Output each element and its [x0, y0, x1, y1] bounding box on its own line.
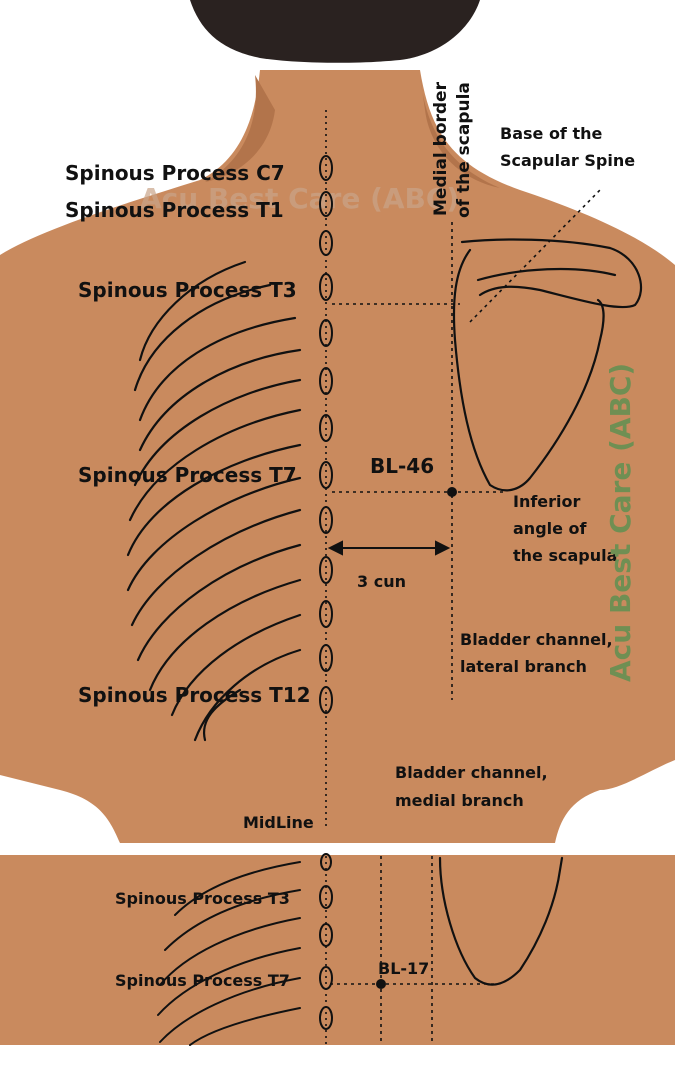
- label-inset-t7: Spinous Process T7: [115, 971, 290, 990]
- label-inferior-3: the scapula: [513, 546, 617, 565]
- label-inset-t3: Spinous Process T3: [115, 889, 290, 908]
- panel-divider: [0, 843, 675, 855]
- vertebra: [320, 853, 332, 871]
- label-inferior-2: angle of: [513, 519, 588, 538]
- vertebra: [319, 367, 333, 395]
- scapula-outline-lower: [438, 856, 564, 986]
- rib: [128, 408, 302, 522]
- label-c7: Spinous Process C7: [65, 161, 285, 185]
- rib: [138, 316, 297, 422]
- bl46-point: [447, 487, 457, 497]
- vertebra-t12: [319, 686, 333, 714]
- label-t7: Spinous Process T7: [78, 463, 297, 487]
- label-midline: MidLine: [243, 813, 314, 832]
- label-inferior-1: Inferior: [513, 492, 581, 511]
- rib: [126, 476, 302, 592]
- rib: [133, 283, 272, 392]
- vertebra: [319, 230, 333, 256]
- rib: [148, 578, 302, 692]
- lower-panel: [0, 843, 675, 1080]
- rib: [138, 260, 247, 362]
- vertebra-t7: [319, 461, 333, 489]
- scapular-spine-pointer: [469, 189, 601, 323]
- rib: [159, 977, 301, 1043]
- cun-arrow: [327, 540, 451, 556]
- lower-silhouette: [0, 855, 675, 1045]
- labels-lower: Spinous Process T3 Spinous Process T7 BL…: [115, 889, 429, 990]
- rib: [170, 613, 302, 717]
- label-t12: Spinous Process T12: [78, 683, 311, 707]
- label-bl17: BL-17: [378, 959, 429, 978]
- rib: [130, 508, 302, 627]
- vertebra-c7: [319, 155, 333, 181]
- rib: [174, 861, 301, 916]
- scapula-spine: [460, 238, 643, 309]
- vertebra-inset-t7: [319, 966, 333, 990]
- vertebra: [319, 556, 333, 584]
- label-medial-1: Bladder channel,: [395, 763, 548, 782]
- label-t1: Spinous Process T1: [65, 198, 284, 222]
- rib-lower: [202, 688, 242, 742]
- bl17-point: [376, 979, 386, 989]
- rib: [157, 947, 301, 1016]
- rib: [159, 917, 301, 986]
- scapula-lower: [438, 856, 564, 986]
- upper-panel: Acu Best Care (ABC): [0, 0, 675, 843]
- neck-shadow-right: [420, 75, 500, 188]
- label-medial-2: medial branch: [395, 791, 524, 810]
- ribs-upper: [126, 260, 302, 742]
- spine-upper: [319, 110, 333, 830]
- rib: [136, 543, 302, 662]
- rib: [138, 348, 302, 452]
- watermark-top: Acu Best Care (ABC): [140, 182, 459, 215]
- label-medial-border-2: of the scapula: [454, 82, 474, 218]
- vertebra: [319, 319, 333, 347]
- ribs-lower: [157, 861, 301, 1046]
- vertebra-t1: [319, 191, 333, 217]
- label-medial-border-1: Medial border: [431, 81, 451, 216]
- neck-shadow: [205, 75, 275, 182]
- watermark-side: Acu Best Care (ABC): [604, 363, 637, 682]
- label-lateral-2: lateral branch: [460, 657, 587, 676]
- vertebrae: [319, 155, 333, 714]
- labels-upper: Spinous Process C7 Spinous Process T1 Sp…: [65, 81, 635, 832]
- label-bl46: BL-46: [370, 454, 434, 478]
- label-cun: 3 cun: [357, 572, 406, 591]
- bottom-margin: [0, 1045, 675, 1080]
- back-silhouette: [0, 70, 675, 843]
- label-lateral-1: Bladder channel,: [460, 630, 613, 649]
- scapula-outline: [452, 248, 605, 492]
- guides-upper: [332, 189, 601, 700]
- label-base-spine-2: Scapular Spine: [500, 151, 635, 170]
- rib: [133, 378, 302, 487]
- rib: [193, 648, 302, 742]
- spine-lower: [319, 853, 333, 1045]
- label-base-spine-1: Base of the: [500, 124, 603, 143]
- vertebra: [319, 506, 333, 534]
- scapula-upper: [452, 238, 643, 492]
- vertebra: [319, 414, 333, 442]
- vertebra-inset-t3: [319, 885, 333, 909]
- vertebra: [319, 644, 333, 672]
- vertebra: [319, 600, 333, 628]
- label-t3: Spinous Process T3: [78, 278, 297, 302]
- rib: [164, 889, 301, 951]
- rib: [189, 1007, 301, 1046]
- rib: [126, 443, 302, 557]
- hair: [190, 0, 480, 63]
- vertebra-t3: [319, 273, 333, 301]
- scapula-spine-inner: [476, 267, 617, 282]
- vertebra: [319, 923, 333, 947]
- vertebra: [319, 1006, 333, 1030]
- vertebrae-lower: [319, 853, 333, 1030]
